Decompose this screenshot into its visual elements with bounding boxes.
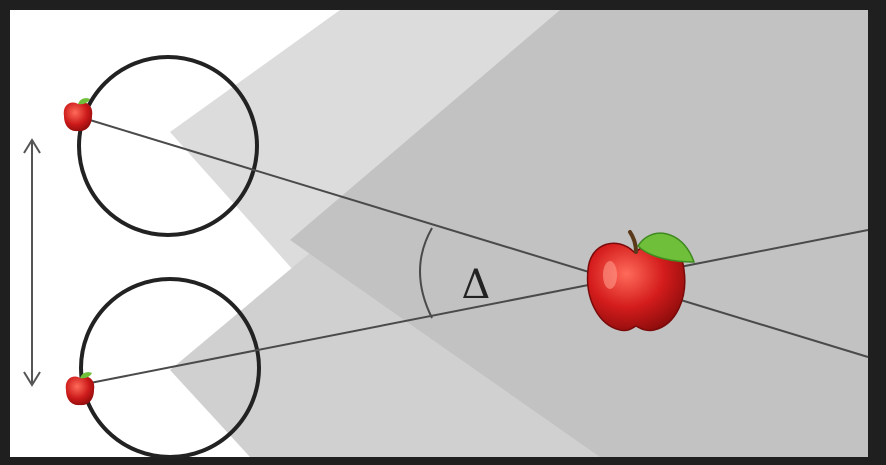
lower-sight-line [79,229,869,386]
upper-eye-circle [77,55,259,237]
parallax-angle-arc [419,227,433,319]
lower-eye-circle [79,277,261,459]
baseline-arrow-top-head [23,138,41,154]
upper-eye-apple-icon [63,98,93,132]
baseline-arrow-bottom-head [23,371,41,387]
cone-overlap-region [290,10,868,457]
upper-sight-line [79,116,869,358]
parallax-angle-label: Δ [462,262,491,308]
lower-eye-apple-icon [65,372,95,406]
target-apple-icon [586,230,696,332]
